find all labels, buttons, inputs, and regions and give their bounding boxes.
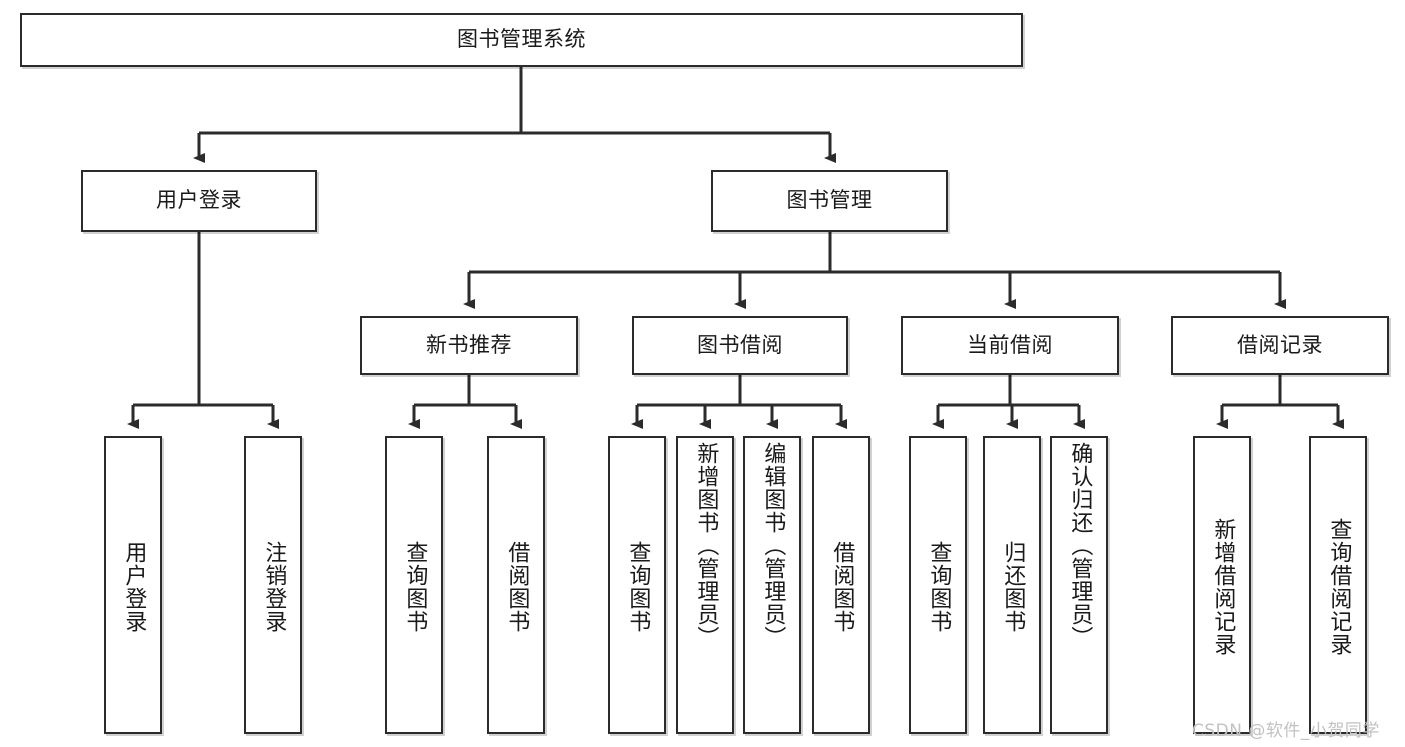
leaf-query-borrow-record-label: 查询借阅记录 [1326,518,1352,656]
node-user-login-label: 用户登录 [156,188,242,213]
leaf-borrow-book-recommend[interactable]: 借阅图书 [487,436,545,734]
leaf-logout-label: 注销登录 [261,541,287,633]
leaf-return-book[interactable]: 归还图书 [983,436,1041,734]
leaf-edit-book-admin[interactable]: 编辑图书（管理员） [743,436,801,734]
node-current-borrow-label: 当前借阅 [967,332,1053,357]
node-current-borrow[interactable]: 当前借阅 [901,316,1119,375]
leaf-borrow-book-recommend-label: 借阅图书 [504,541,530,633]
leaf-user-login[interactable]: 用户登录 [104,436,162,734]
node-book-borrow[interactable]: 图书借阅 [632,316,848,375]
leaf-add-borrow-record[interactable]: 新增借阅记录 [1193,436,1251,734]
node-new-book-recommend[interactable]: 新书推荐 [360,316,578,375]
node-borrow-record[interactable]: 借阅记录 [1171,316,1389,375]
node-book-borrow-label: 图书借阅 [697,332,783,357]
leaf-query-book-borrow[interactable]: 查询图书 [608,436,666,734]
leaf-logout[interactable]: 注销登录 [244,436,302,734]
leaf-query-book-recommend-label: 查询图书 [402,541,428,633]
leaf-borrow-book-label: 借阅图书 [829,541,855,633]
node-new-book-recommend-label: 新书推荐 [426,332,512,357]
leaf-return-book-label: 归还图书 [1000,541,1026,633]
node-root[interactable]: 图书管理系统 [20,13,1023,67]
leaf-borrow-book[interactable]: 借阅图书 [812,436,870,734]
leaf-query-book-current[interactable]: 查询图书 [909,436,967,734]
leaf-edit-book-admin-label: 编辑图书（管理员） [760,442,786,649]
node-borrow-record-label: 借阅记录 [1237,332,1323,357]
leaf-add-book-admin-label: 新增图书（管理员） [693,442,719,649]
leaf-query-book-recommend[interactable]: 查询图书 [385,436,443,734]
watermark: CSDN @软件_小贺同学 [1192,721,1380,741]
leaf-add-borrow-record-label: 新增借阅记录 [1210,518,1236,656]
leaf-add-book-admin[interactable]: 新增图书（管理员） [676,436,734,734]
leaf-confirm-return-admin-label: 确认归还（管理员） [1067,442,1093,649]
leaf-confirm-return-admin[interactable]: 确认归还（管理员） [1050,436,1108,734]
leaf-query-borrow-record[interactable]: 查询借阅记录 [1309,436,1367,734]
node-book-management-label: 图书管理 [786,188,873,213]
leaf-query-book-current-label: 查询图书 [926,541,952,633]
leaf-user-login-label: 用户登录 [121,541,147,633]
node-user-login[interactable]: 用户登录 [81,170,317,232]
node-root-label: 图书管理系统 [457,27,586,52]
leaf-query-book-borrow-label: 查询图书 [625,541,651,633]
node-book-management[interactable]: 图书管理 [711,170,948,232]
